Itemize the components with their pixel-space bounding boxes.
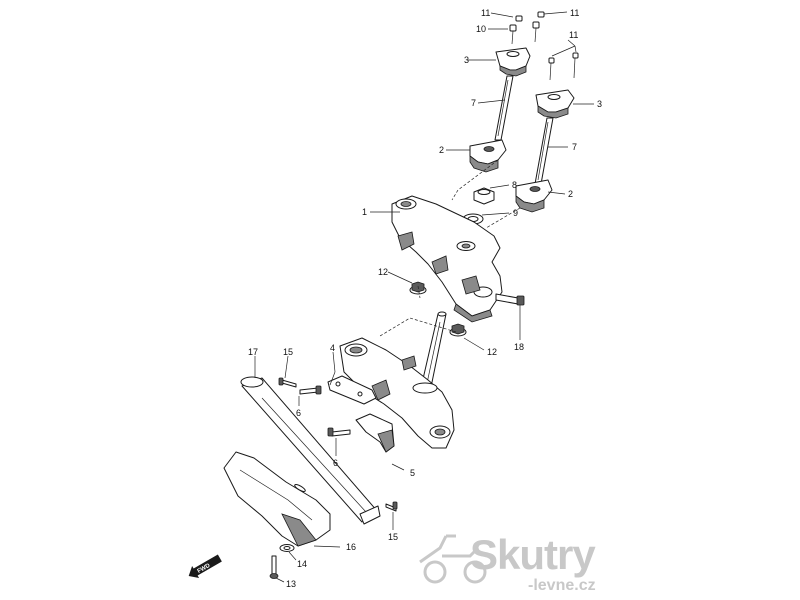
callout-4: 4: [330, 343, 335, 353]
upper-fork-bridge-1: [391, 195, 503, 323]
flange-nut-12-lower: [449, 323, 467, 337]
callout-3: 3: [464, 55, 469, 65]
callout-15: 15: [283, 347, 293, 357]
callout-2: 2: [568, 189, 573, 199]
bracket-5: [355, 413, 395, 453]
callout-5: 5: [410, 468, 415, 478]
callout-7: 7: [471, 98, 476, 108]
lower-fork-bridge: [339, 337, 455, 449]
callout-2: 2: [439, 145, 444, 155]
callout-6: 6: [333, 458, 338, 468]
screw-13: [269, 555, 279, 579]
callout-18: 18: [514, 342, 524, 352]
screw-6-upper: [299, 385, 322, 395]
bolt-18: [495, 293, 525, 306]
callout-12: 12: [487, 347, 497, 357]
leader-lines: [254, 11, 594, 583]
screw-15-lower: [385, 501, 398, 512]
callout-1: 1: [362, 207, 367, 217]
scooter-icon: [419, 534, 487, 584]
watermark: Skutry -levne.cz: [419, 531, 597, 594]
handlebar-clamp-3-left: [495, 47, 531, 77]
bolt-11-right-group: [548, 52, 579, 81]
watermark-subtitle: -levne.cz: [528, 577, 596, 594]
bolt-11-top-left: [515, 15, 523, 22]
callout-8: 8: [512, 180, 517, 190]
callout-labels: 11 11 10 11 3 3 7 7 2 2 8 9 1 12 12 18 1…: [248, 8, 602, 589]
handlebar-holder-2-right: [515, 179, 553, 213]
callout-11: 11: [569, 30, 578, 40]
callout-12: 12: [378, 267, 388, 277]
callout-11: 11: [570, 8, 579, 18]
callout-15: 15: [388, 532, 398, 542]
washer-14: [279, 544, 295, 552]
callout-16: 16: [346, 542, 356, 552]
fork-guard-16: [223, 451, 331, 547]
callout-10: 10: [476, 24, 486, 34]
handlebar-holder-2-left: [469, 139, 507, 173]
long-bolt-7-right: [534, 117, 554, 185]
callout-17: 17: [248, 347, 258, 357]
callout-7: 7: [572, 142, 577, 152]
watermark-brand: Skutry: [470, 531, 596, 578]
bolt-10: [509, 21, 540, 45]
callout-6: 6: [296, 408, 301, 418]
bracket-4: [327, 375, 377, 405]
screw-6-lower: [327, 427, 351, 437]
fwd-arrow-icon: FWD: [188, 554, 222, 579]
bolt-11-top-right: [537, 11, 545, 18]
fork-tube-cover-17: [240, 376, 381, 525]
callout-3: 3: [597, 99, 602, 109]
callout-13: 13: [286, 579, 296, 589]
long-bolt-7-left: [494, 75, 514, 141]
callout-9: 9: [513, 208, 518, 218]
screw-15-upper: [278, 377, 297, 388]
callout-14: 14: [297, 559, 307, 569]
callout-11: 11: [481, 8, 490, 18]
handlebar-clamp-3-right: [535, 89, 575, 119]
nut-8: [473, 187, 495, 205]
